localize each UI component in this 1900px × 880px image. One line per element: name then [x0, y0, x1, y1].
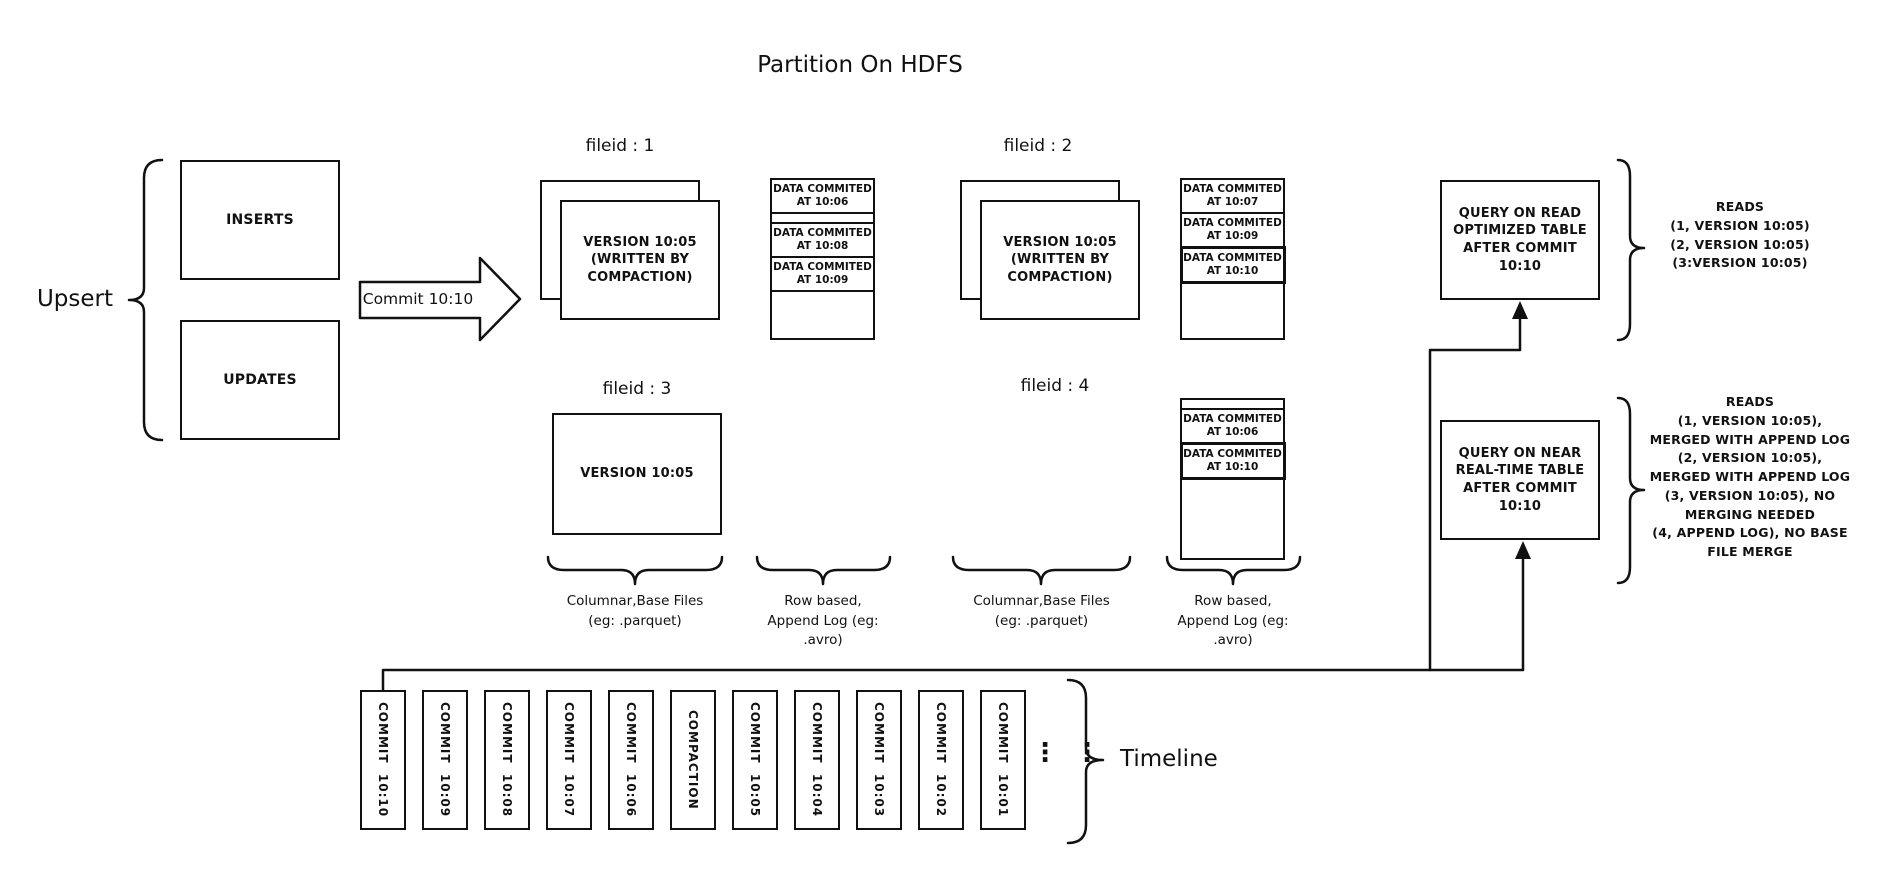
updates-box: UPDATES	[180, 320, 340, 440]
log-empty-space	[772, 292, 873, 338]
reads-optimized-brace	[1616, 158, 1646, 342]
log-gap	[1182, 400, 1283, 410]
timeline-commit-label: COMMIT 10:09	[438, 702, 452, 818]
upsert-label: Upsert	[36, 286, 114, 312]
timeline-compaction-label: COMPACTION	[686, 710, 700, 810]
timeline-commit-label: COMMIT 10:06	[624, 702, 638, 818]
fileid-4-log-file: DATA COMMITED AT 10:06 DATA COMMITED AT …	[1179, 398, 1286, 560]
realtime-arrowhead-icon	[1515, 541, 1531, 559]
fileid-2-log-file: DATA COMMITED AT 10:07 DATA COMMITED AT …	[1179, 178, 1286, 340]
page-title: Partition On HDFS	[757, 52, 963, 78]
columnar-brace-2	[951, 555, 1132, 586]
row-based-append-log-label-1: Row based, Append Log (eg: .avro)	[767, 593, 879, 649]
timeline-row: COMMIT 10:10 COMMIT 10:09 COMMIT 10:08 C…	[360, 690, 1026, 830]
upsert-brace	[127, 158, 164, 442]
row-based-brace-1	[755, 555, 892, 586]
timeline-commit-label: COMMIT 10:08	[500, 702, 514, 818]
reads-realtime-annotation: READS (1, VERSION 10:05), MERGED WITH AP…	[1649, 394, 1851, 559]
query-near-realtime-box: QUERY ON NEAR REAL-TIME TABLE AFTER COMM…	[1440, 420, 1600, 540]
timeline-commit-label: COMMIT 10:02	[934, 702, 948, 818]
fileid-1-label: fileid : 1	[585, 136, 655, 156]
columnar-brace-1	[546, 555, 724, 586]
timeline-brace	[1066, 678, 1105, 845]
branch-to-optimized-connector	[1428, 316, 1522, 672]
timeline-commit-label: COMMIT 10:05	[748, 702, 762, 818]
fileid-1-base-file: VERSION 10:05 (WRITTEN BY COMPACTION)	[560, 200, 720, 320]
timeline-commit-box: COMMIT 10:04	[794, 690, 840, 830]
timeline-to-realtime-connector	[381, 556, 1525, 692]
timeline-commit-box: COMMIT 10:10	[360, 690, 406, 830]
columnar-base-files-label-1: Columnar,Base Files (eg: .parquet)	[566, 593, 704, 629]
timeline-commit-box: COMMIT 10:03	[856, 690, 902, 830]
timeline-commit-box: COMMIT 10:02	[918, 690, 964, 830]
timeline-commit-label: COMMIT 10:01	[996, 702, 1010, 818]
log-entry: DATA COMMITED AT 10:09	[772, 258, 873, 292]
fileid-1-log-file: DATA COMMITED AT 10:06 DATA COMMITED AT …	[770, 178, 875, 340]
log-entry-new: DATA COMMITED AT 10:10	[1179, 442, 1286, 480]
timeline-commit-box: COMMIT 10:09	[422, 690, 468, 830]
commit-arrow-label: Commit 10:10	[362, 290, 474, 308]
timeline-commit-label: COMMIT 10:10	[376, 702, 390, 818]
fileid-2-label: fileid : 2	[1003, 136, 1073, 156]
log-empty-space	[1182, 480, 1283, 558]
timeline-ellipsis-1: ⋮	[1032, 738, 1058, 768]
timeline-ellipsis-2: ⋮	[1074, 738, 1100, 768]
log-entry: DATA COMMITED AT 10:06	[1182, 410, 1283, 444]
columnar-base-files-label-2: Columnar,Base Files (eg: .parquet)	[973, 593, 1110, 629]
timeline-commit-box: COMMIT 10:01	[980, 690, 1026, 830]
fileid-2-base-file: VERSION 10:05 (WRITTEN BY COMPACTION)	[980, 200, 1140, 320]
reads-realtime-brace	[1616, 396, 1646, 585]
timeline-commit-label: COMMIT 10:07	[562, 702, 576, 818]
timeline-commit-label: COMMIT 10:03	[872, 702, 886, 818]
log-entry: DATA COMMITED AT 10:09	[1182, 214, 1283, 248]
log-empty-space	[1182, 284, 1283, 338]
timeline-commit-box: COMMIT 10:05	[732, 690, 778, 830]
fileid-3-base-file: VERSION 10:05	[552, 413, 722, 535]
log-gap	[772, 214, 873, 224]
log-entry-new: DATA COMMITED AT 10:10	[1179, 246, 1286, 284]
inserts-box: INSERTS	[180, 160, 340, 280]
timeline-commit-box: COMMIT 10:06	[608, 690, 654, 830]
fileid-4-label: fileid : 4	[1020, 376, 1090, 396]
timeline-commit-label: COMMIT 10:04	[810, 702, 824, 818]
timeline-compaction-box: COMPACTION	[670, 690, 716, 830]
commit-arrow-shape	[358, 256, 522, 342]
query-read-optimized-box: QUERY ON READ OPTIMIZED TABLE AFTER COMM…	[1440, 180, 1600, 300]
row-based-append-log-label-2: Row based, Append Log (eg: .avro)	[1177, 593, 1289, 649]
timeline-commit-box: COMMIT 10:07	[546, 690, 592, 830]
timeline-label: Timeline	[1120, 746, 1218, 772]
timeline-commit-box: COMMIT 10:08	[484, 690, 530, 830]
log-entry: DATA COMMITED AT 10:07	[1182, 180, 1283, 214]
log-entry: DATA COMMITED AT 10:06	[772, 180, 873, 214]
log-entry: DATA COMMITED AT 10:08	[772, 224, 873, 258]
optimized-arrowhead-icon	[1512, 301, 1528, 319]
fileid-3-label: fileid : 3	[602, 379, 672, 399]
reads-optimized-annotation: READS (1, VERSION 10:05) (2, VERSION 10:…	[1670, 199, 1810, 271]
row-based-brace-2	[1165, 555, 1302, 586]
